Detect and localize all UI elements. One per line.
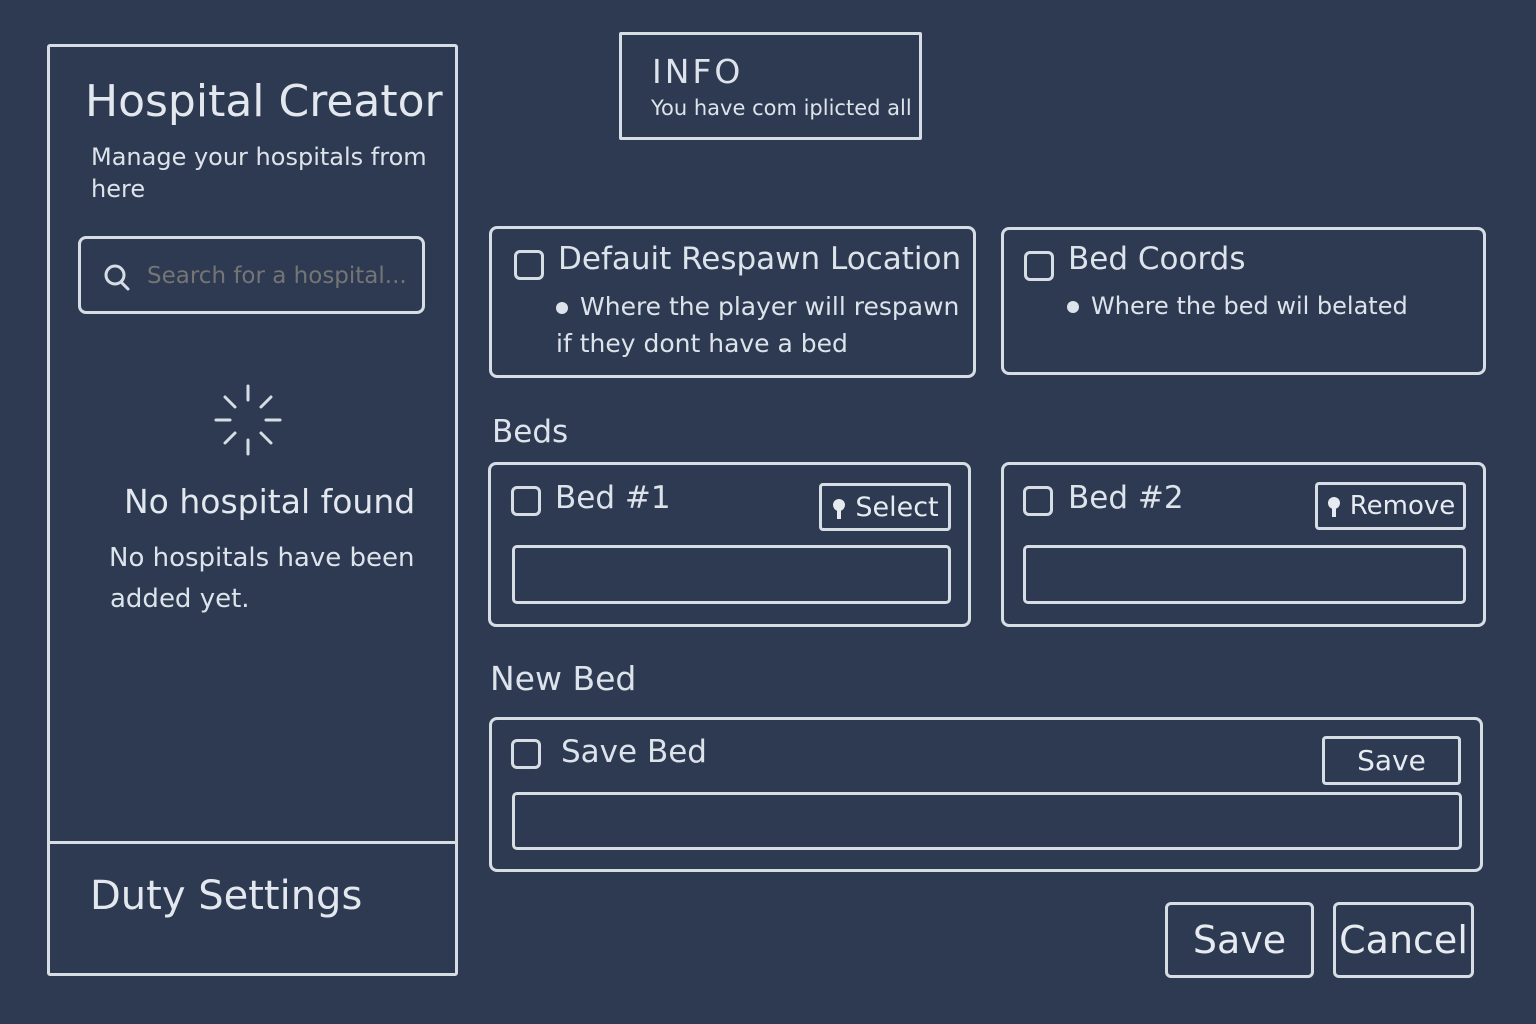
- empty-state-message-cont: added yet.: [110, 584, 250, 614]
- new-bed-save-button[interactable]: Save: [1322, 736, 1461, 785]
- duty-settings-link[interactable]: Duty Settings: [90, 873, 363, 919]
- new-bed-card: [489, 717, 1483, 872]
- pin-icon: [1326, 495, 1342, 517]
- bed-1-field[interactable]: [512, 545, 951, 604]
- bed-1-select-label: Select: [855, 491, 939, 523]
- option-card-respawn: [489, 226, 976, 378]
- sidebar-title: Hospital Creator: [85, 76, 443, 127]
- bed-2-remove-label: Remove: [1349, 491, 1456, 521]
- sidebar: [47, 44, 458, 976]
- bed-coords-checkbox[interactable]: [1024, 251, 1054, 281]
- respawn-location-desc-cont: if they dont have a bed: [556, 329, 848, 358]
- new-bed-heading: New Bed: [490, 659, 637, 698]
- bed-coords-desc: Where the bed wil belated: [1067, 292, 1408, 320]
- save-bed-label: Save Bed: [561, 734, 707, 770]
- search-icon: [103, 263, 133, 297]
- bed-coords-desc-text: Where the bed wil belated: [1091, 292, 1408, 320]
- sidebar-divider: [47, 841, 455, 844]
- bed-2-remove-button[interactable]: Remove: [1315, 482, 1466, 530]
- bed-card-2: [1001, 462, 1486, 627]
- bullet: [1067, 301, 1079, 313]
- bed-2-field[interactable]: [1023, 545, 1466, 604]
- bed-2-checkbox[interactable]: [1023, 486, 1053, 516]
- search-input[interactable]: [145, 257, 419, 295]
- sidebar-subtitle: Manage your hospitals from: [91, 143, 427, 171]
- new-bed-field[interactable]: [512, 792, 1462, 850]
- bed-1-label: Bed #1: [555, 480, 671, 516]
- search-box[interactable]: [78, 236, 425, 314]
- respawn-location-label: Defauit Respawn Location: [558, 241, 962, 277]
- save-bed-checkbox[interactable]: [511, 739, 541, 769]
- pin-icon: [831, 496, 847, 519]
- bed-1-checkbox[interactable]: [511, 486, 541, 516]
- respawn-location-desc: Where the player will respawn: [556, 292, 959, 321]
- info-box: [619, 32, 922, 140]
- bed-2-label: Bed #2: [1068, 480, 1184, 516]
- empty-state-message: No hospitals have been: [109, 543, 415, 573]
- sidebar-subtitle-cont: here: [91, 175, 146, 203]
- option-card-bed-coords: [1001, 227, 1486, 375]
- info-title: INFO: [652, 52, 744, 91]
- save-button[interactable]: Save: [1165, 902, 1314, 978]
- respawn-desc-text: Where the player will respawn: [580, 292, 960, 321]
- bed-coords-label: Bed Coords: [1068, 241, 1246, 277]
- bed-card-1: [488, 462, 971, 627]
- spinner-icon: [214, 384, 282, 460]
- info-message: You have com iplicted all: [651, 96, 912, 120]
- empty-state-title: No hospital found: [124, 482, 416, 521]
- bullet: [556, 302, 568, 314]
- beds-heading: Beds: [492, 414, 569, 450]
- respawn-location-checkbox[interactable]: [514, 250, 544, 280]
- cancel-button[interactable]: Cancel: [1333, 902, 1474, 978]
- bed-1-select-button[interactable]: Select: [819, 483, 951, 531]
